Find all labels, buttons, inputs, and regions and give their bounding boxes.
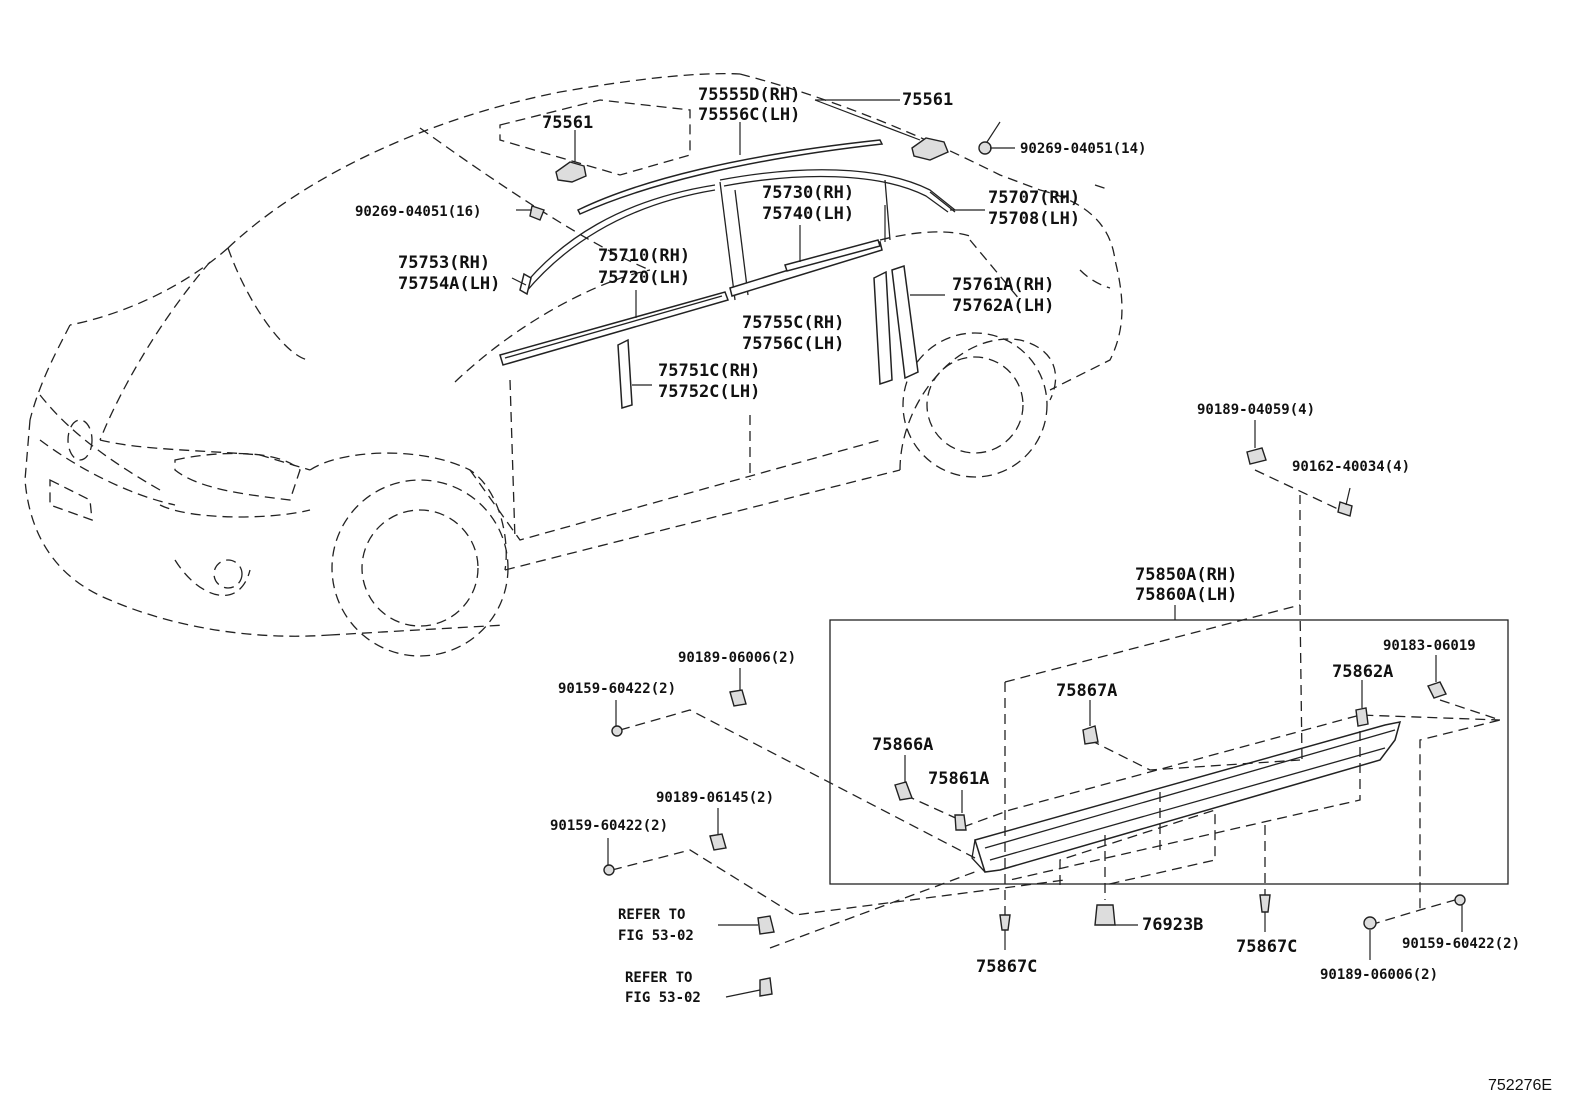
label-75861A: 75861A [928,769,989,789]
label-90269-16: 90269-04051(16) [355,204,481,220]
clip-icon [1355,707,1369,727]
clip-icon [1082,725,1099,745]
label-90162-40034: 90162-40034(4) [1292,459,1410,475]
label-90159-c: 90159-60422(2) [1402,936,1520,952]
label-75707: 75707(RH) [988,188,1080,208]
label-90189-04059: 90189-04059(4) [1197,402,1315,418]
label-90189-06145: 90189-06145(2) [656,790,774,806]
label-75752C: 75752C(LH) [658,382,760,402]
leader-lines [511,99,1463,998]
label-90189-06006-b: 90189-06006(2) [1320,967,1438,983]
rocker-panel-moulding [971,721,1402,873]
fasteners [603,447,1466,997]
label-75740: 75740(LH) [762,204,854,224]
label-75867C-right: 75867C [1236,937,1297,957]
label-90269-14: 90269-04051(14) [1020,141,1146,157]
label-75866A: 75866A [872,735,933,755]
clip-icon [759,977,773,997]
screw-icon [611,700,623,737]
label-75756C: 75756C(LH) [742,334,844,354]
roof-clips [529,121,1001,221]
screw-icon [1337,487,1353,517]
label-75862A: 75862A [1332,662,1393,682]
label-75860A: 75860A(LH) [1135,585,1237,605]
label-75730: 75730(RH) [762,183,854,203]
screw-icon [603,838,615,876]
clip-icon [911,137,949,161]
label-75761A: 75761A(RH) [952,275,1054,295]
clip-icon [757,915,775,935]
label-90189-06006-a: 90189-06006(2) [678,650,796,666]
screw-icon [978,121,1001,155]
screw-icon [529,205,545,221]
diagram-id: 752276E [1488,1077,1552,1094]
rocker-panel-box [829,619,1509,885]
clip-icon [954,814,967,831]
clip-icon [1246,447,1267,465]
clip-icon [709,833,727,851]
clip-icon [1259,894,1271,913]
label-75753: 75753(RH) [398,253,490,273]
clip-icon [1363,916,1377,930]
label-75556C: 75556C(LH) [698,105,800,125]
label-75867A: 75867A [1056,681,1117,701]
label-75867C-left: 75867C [976,957,1037,977]
clip-icon [894,781,913,801]
clip-icon [999,914,1011,931]
clip-icon [1427,681,1447,699]
label-90159-b: 90159-60422(2) [550,818,668,834]
label-75754A: 75754A(LH) [398,274,500,294]
label-75708: 75708(LH) [988,209,1080,229]
clip-icon [1094,904,1116,926]
label-75720: 75720(LH) [598,268,690,288]
label-refer-to-2: REFER TO [625,970,692,986]
label-75755C: 75755C(RH) [742,313,844,333]
clip-icon [555,161,587,183]
label-75762A: 75762A(LH) [952,296,1054,316]
label-76923B: 76923B [1142,915,1203,935]
label-75751C: 75751C(RH) [658,361,760,381]
assembly-lines [611,469,1503,949]
label-90159-a: 90159-60422(2) [558,681,676,697]
label-fig-53-02-1: FIG 53-02 [618,928,694,944]
clip-icon [729,689,747,707]
screw-icon [1454,894,1466,906]
label-75555D: 75555D(RH) [698,85,800,105]
label-90183-06019: 90183-06019 [1383,638,1476,654]
label-75561-left: 75561 [542,113,593,133]
part-labels: 75555D(RH) 75556C(LH) 75561 75561 90269-… [355,85,1552,1094]
label-fig-53-02-2: FIG 53-02 [625,990,701,1006]
label-75850A: 75850A(RH) [1135,565,1237,585]
car-outline [24,72,1123,657]
window-mouldings [499,139,956,409]
label-75710: 75710(RH) [598,246,690,266]
label-refer-to-1: REFER TO [618,907,685,923]
label-75561-right: 75561 [902,90,953,110]
